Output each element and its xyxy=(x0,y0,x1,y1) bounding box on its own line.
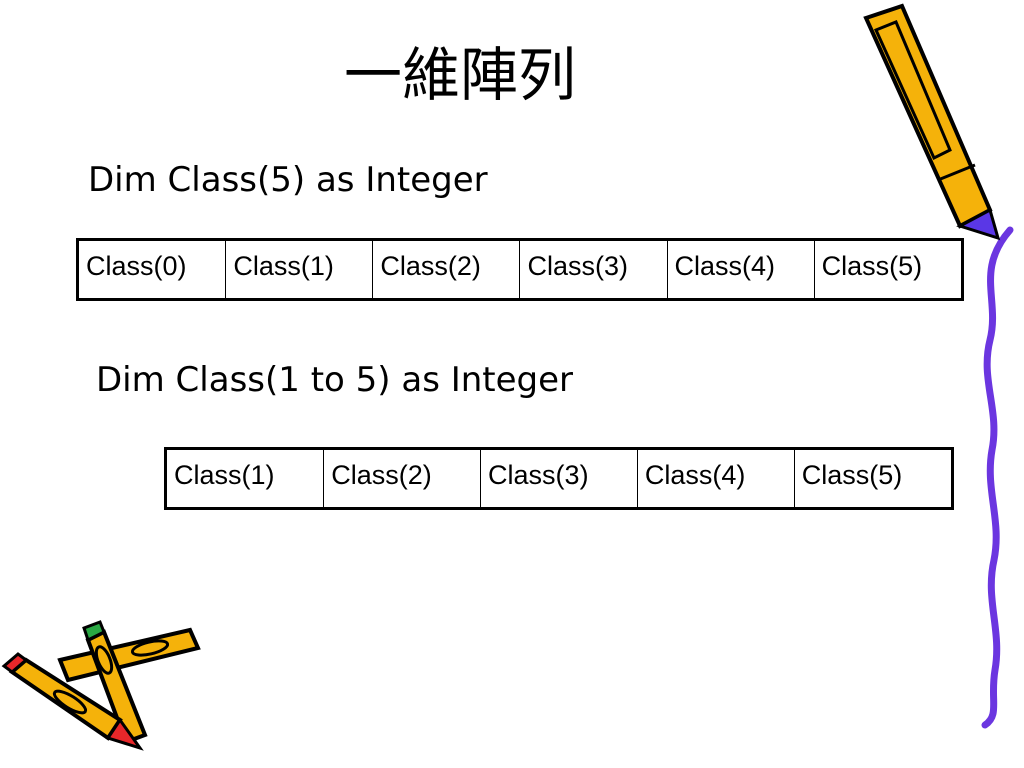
table-row: Class(1) Class(2) Class(3) Class(4) Clas… xyxy=(164,448,954,509)
array-cell: Class(1) xyxy=(225,239,374,300)
array-cell: Class(4) xyxy=(636,448,795,509)
array-cell: Class(1) xyxy=(164,448,325,509)
array-cell: Class(2) xyxy=(323,448,482,509)
array-cell: Class(3) xyxy=(480,448,638,509)
wavy-border-decoration xyxy=(981,226,1014,729)
code-line-dim-class-5: Dim Class(5) as Integer xyxy=(88,160,488,200)
array-cell: Class(2) xyxy=(372,239,521,300)
array-table-1-to-5: Class(1) Class(2) Class(3) Class(4) Clas… xyxy=(164,447,954,510)
table-row: Class(0) Class(1) Class(2) Class(3) Clas… xyxy=(76,239,964,300)
slide-title: 一維陣列 xyxy=(343,41,576,109)
pencil-icon xyxy=(863,3,1001,241)
array-cell: Class(3) xyxy=(519,239,668,300)
array-cell: Class(4) xyxy=(666,239,815,300)
crossed-pencils-icon xyxy=(1,620,201,751)
array-cell: Class(5) xyxy=(793,448,954,509)
code-line-dim-class-1-to-5: Dim Class(1 to 5) as Integer xyxy=(96,360,574,400)
array-cell: Class(0) xyxy=(76,239,227,300)
array-cell: Class(5) xyxy=(813,239,964,300)
array-table-0-to-5: Class(0) Class(1) Class(2) Class(3) Clas… xyxy=(76,238,964,301)
